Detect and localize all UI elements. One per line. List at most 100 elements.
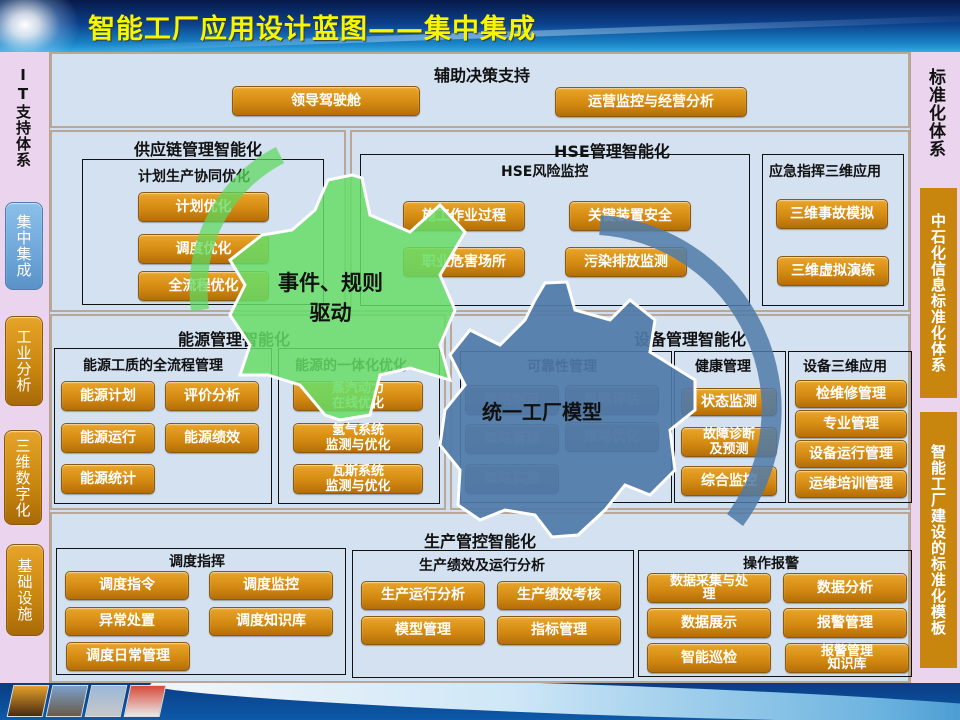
box-title: 应急指挥三维应用 <box>769 164 881 180</box>
data-collection-button[interactable]: 数据采集与处 理 <box>647 573 771 603</box>
dispatch-daily-button[interactable]: 调度日常管理 <box>66 642 190 671</box>
tank-photo <box>84 685 128 717</box>
alarm-management-button[interactable]: 报警管理 <box>783 608 907 638</box>
exception-handling-button[interactable]: 异常处置 <box>65 607 189 636</box>
3d-accident-simulation-button[interactable]: 三维事故模拟 <box>776 199 888 229</box>
condition-monitoring-button[interactable]: 状态监测 <box>681 388 777 416</box>
energy-process-box: 能源工质的全流程管理 能源计划 评价分析 能源运行 能源绩效 能源统计 <box>54 348 272 504</box>
strategy-implementation-button[interactable]: 策略实施 <box>465 464 559 494</box>
dispatch-monitoring-button[interactable]: 调度监控 <box>209 571 333 600</box>
dispatch-optimization-button[interactable]: 调度优化 <box>138 234 269 264</box>
emergency-3d-box: 应急指挥三维应用 三维事故模拟 三维虚拟演练 <box>762 154 904 306</box>
data-analysis-button[interactable]: 数据分析 <box>783 573 907 603</box>
dispatch-command-box: 调度指挥 调度指令 调度监控 异常处置 调度知识库 调度日常管理 <box>56 548 346 675</box>
strategy-management-button[interactable]: 策略管理 <box>465 424 559 454</box>
model-management-button[interactable]: 模型管理 <box>361 616 485 645</box>
sinopec-standard-system[interactable]: 中石化信息标准化体系 <box>920 188 957 398</box>
indicator-management-button[interactable]: 指标管理 <box>497 616 621 645</box>
section-title: 设备管理智能化 <box>634 330 747 349</box>
section-title: 供应链管理智能化 <box>134 140 263 159</box>
alarm-knowledge-button[interactable]: 报警管理 知识库 <box>785 643 909 673</box>
box-title: 能源工质的全流程管理 <box>83 358 223 374</box>
energy-performance-button[interactable]: 能源绩效 <box>165 423 259 453</box>
main-blueprint: 辅助决策支持 领导驾驶舱 运营监控与经营分析 供应链管理智能化 计划生产协同优化… <box>50 52 912 683</box>
page-title: 智能工厂应用设计蓝图——集中集成 <box>88 14 536 45</box>
section-title: 辅助决策支持 <box>434 66 531 85</box>
pollution-monitoring-button[interactable]: 污染排放监测 <box>565 247 687 277</box>
hse-risk-box: HSE风险监控 施工作业过程 关键装置安全 职业危害场所 污染排放监测 <box>360 154 750 306</box>
refinery-photo <box>6 685 50 717</box>
box-title: 计划生产协同优化 <box>138 169 250 185</box>
strategy-optimization-button[interactable]: 策略优化 <box>565 422 659 452</box>
industrial-photos <box>6 685 167 717</box>
box-title: 健康管理 <box>695 359 751 375</box>
section-hse: HSE管理智能化 HSE风险监控 施工作业过程 关键装置安全 职业危害场所 污染… <box>350 130 910 312</box>
header-banner: 智能工厂应用设计蓝图——集中集成 <box>0 0 960 52</box>
footer-banner <box>0 683 960 720</box>
green-gear-label: 事件、规则 驱动 <box>278 268 383 328</box>
section-production: 生产管控智能化 调度指挥 调度指令 调度监控 异常处置 调度知识库 调度日常管理… <box>50 512 912 683</box>
rail-item-3d-digitalization[interactable]: 三维数字化 <box>4 430 42 525</box>
plan-optimization-button[interactable]: 计划优化 <box>138 192 269 222</box>
evaluation-analysis-button[interactable]: 评价分析 <box>165 381 259 411</box>
box-title: 能源的一体化优化 <box>295 358 407 374</box>
section-title: 能源管理智能化 <box>178 330 291 349</box>
section-decision-support: 辅助决策支持 领导驾驶舱 运营监控与经营分析 <box>50 52 910 128</box>
box-title: 生产绩效及运行分析 <box>419 558 545 574</box>
energy-statistics-button[interactable]: 能源统计 <box>61 464 155 494</box>
occupational-hazard-button[interactable]: 职业危害场所 <box>403 247 525 277</box>
dispatch-order-button[interactable]: 调度指令 <box>65 571 189 600</box>
section-energy: 能源管理智能化 能源工质的全流程管理 能源计划 评价分析 能源运行 能源绩效 能… <box>50 314 446 510</box>
energy-plan-button[interactable]: 能源计划 <box>61 381 155 411</box>
professional-management-button[interactable]: 专业管理 <box>795 410 907 438</box>
smart-factory-template[interactable]: 智能工厂建设的标准化模板 <box>920 412 957 668</box>
box-title: 可靠性管理 <box>527 359 597 375</box>
it-support-rail: IT支持体系 集中集成 工业分析 三维数字化 基础设施 <box>0 52 50 683</box>
3d-virtual-drill-button[interactable]: 三维虚拟演练 <box>777 256 889 286</box>
dispatch-knowledge-button[interactable]: 调度知识库 <box>209 607 333 636</box>
gas-system-button[interactable]: 瓦斯系统 监测与优化 <box>293 464 423 494</box>
construction-process-button[interactable]: 施工作业过程 <box>403 201 525 231</box>
green-gear-label-line1: 事件、规则 <box>278 271 383 295</box>
rail-item-centralized-integration[interactable]: 集中集成 <box>5 202 43 290</box>
tower-photo <box>45 685 89 717</box>
production-operation-analysis-button[interactable]: 生产运行分析 <box>361 581 485 610</box>
steam-power-button[interactable]: 蒸汽动力 在线优化 <box>293 381 423 411</box>
production-performance-button[interactable]: 生产绩效考核 <box>497 581 621 610</box>
box-title: 调度指挥 <box>169 554 225 570</box>
standardization-rail: 标准化体系 中石化信息标准化体系 智能工厂建设的标准化模板 <box>910 52 960 683</box>
data-display-button[interactable]: 数据展示 <box>647 608 771 638</box>
leadership-cockpit-button[interactable]: 领导驾驶舱 <box>232 86 420 116</box>
health-management-box: 健康管理 状态监测 故障诊断 及预测 综合监控 <box>674 351 786 503</box>
production-performance-box: 生产绩效及运行分析 生产运行分析 生产绩效考核 模型管理 指标管理 <box>352 550 634 678</box>
integrated-monitoring-button[interactable]: 综合监控 <box>681 466 777 496</box>
equipment-3d-box: 设备三维应用 检维修管理 专业管理 设备运行管理 运维培训管理 <box>788 351 912 503</box>
standardization-title: 标准化体系 <box>925 68 945 158</box>
box-title: 操作报警 <box>743 556 799 572</box>
it-support-title: IT支持体系 <box>14 66 32 168</box>
blue-gear-label: 统一工厂模型 <box>482 400 602 424</box>
full-process-optimization-button[interactable]: 全流程优化 <box>138 271 269 301</box>
reliability-box: 可靠性管理 策略制定 策略评估 策略管理 策略优化 策略实施 <box>460 351 672 503</box>
equipment-operation-button[interactable]: 设备运行管理 <box>795 440 907 468</box>
operations-monitoring-button[interactable]: 运营监控与经营分析 <box>555 87 747 117</box>
station-photo <box>123 685 167 717</box>
rail-item-infrastructure[interactable]: 基础设施 <box>6 544 44 636</box>
smart-inspection-button[interactable]: 智能巡检 <box>647 643 771 673</box>
energy-operation-button[interactable]: 能源运行 <box>61 423 155 453</box>
section-title: 生产管控智能化 <box>424 532 537 551</box>
box-title: 设备三维应用 <box>803 359 887 375</box>
fault-diagnosis-button[interactable]: 故障诊断 及预测 <box>681 427 777 457</box>
key-unit-safety-button[interactable]: 关键装置安全 <box>569 201 691 231</box>
light-flare-decoration <box>0 0 80 52</box>
rail-item-industrial-analysis[interactable]: 工业分析 <box>5 316 43 406</box>
operation-alarm-box: 操作报警 数据采集与处 理 数据分析 数据展示 报警管理 智能巡检 报警管理 知… <box>638 550 912 677</box>
green-gear-label-line2: 驱动 <box>309 301 352 325</box>
hydrogen-system-button[interactable]: 氢气系统 监测与优化 <box>293 423 423 453</box>
energy-integration-box: 能源的一体化优化 蒸汽动力 在线优化 氢气系统 监测与优化 瓦斯系统 监测与优化 <box>278 348 440 504</box>
maintenance-management-button[interactable]: 检维修管理 <box>795 380 907 408</box>
ops-training-button[interactable]: 运维培训管理 <box>795 470 907 498</box>
wave-decoration <box>149 683 960 720</box>
box-title: HSE风险监控 <box>501 164 589 180</box>
section-title: HSE管理智能化 <box>554 142 670 161</box>
